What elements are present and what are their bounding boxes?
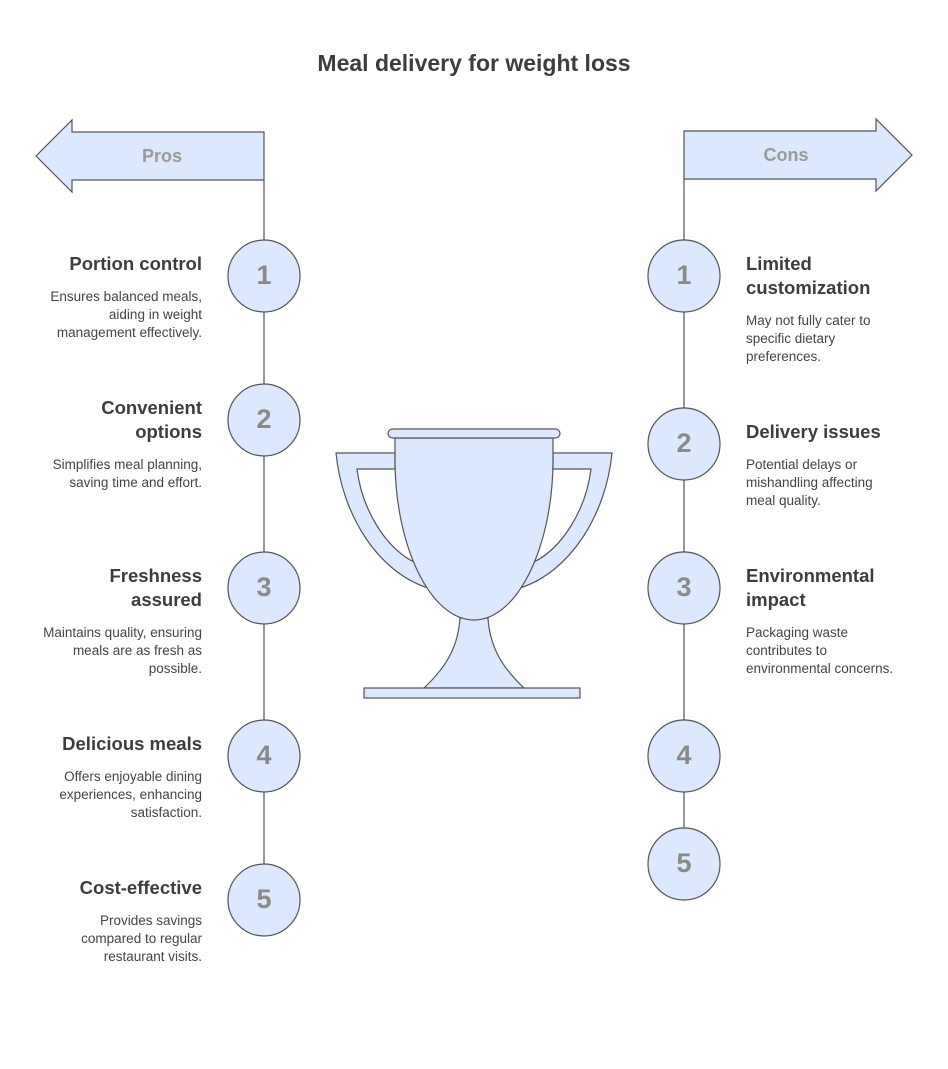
item-description: Offers enjoyable dining experiences, enh… [59,769,202,820]
item-description: Simplifies meal planning, saving time an… [52,457,202,490]
item-description: Ensures balanced meals, aiding in weight… [50,289,202,340]
pros-number-3: 3 [256,572,272,602]
pros-number-4: 4 [256,740,272,770]
pros-label: Pros [141,146,183,166]
pros-item-5: Cost-effective Provides savings compared… [52,876,202,966]
cons-arrow [683,117,913,193]
pros-circle-2 [227,383,301,457]
item-description: Packaging waste contributes to environme… [746,625,894,676]
item-description: May not fully cater to specific dietary … [746,313,871,364]
item-title: Freshness assured [109,565,202,610]
item-title: Portion control [69,253,202,274]
item-title: Environmental impact [746,565,875,610]
pros-item-2: Convenient options Simplifies meal plann… [42,396,202,492]
pros-number-5: 5 [256,884,272,914]
pros-arrow [35,118,265,194]
cons-label: Cons [763,145,809,165]
item-description: Provides savings compared to regular res… [81,913,202,964]
item-title: Convenient options [101,397,202,442]
item-title: Delivery issues [746,421,881,442]
cons-circle-2 [647,407,721,481]
pros-number-1: 1 [256,260,272,290]
item-title: Delicious meals [62,733,202,754]
pros-item-3: Freshness assured Maintains quality, ens… [42,564,202,678]
trophy-icon [335,428,613,699]
cons-number-2: 2 [676,428,692,458]
item-title: Limited customization [746,253,871,298]
pros-item-4: Delicious meals Offers enjoyable dining … [37,732,202,822]
cons-number-1: 1 [676,260,692,290]
cons-circle-4 [647,719,721,793]
item-title: Cost-effective [79,877,202,898]
cons-circle-3 [647,551,721,625]
page-title: Meal delivery for weight loss [317,50,631,76]
cons-item-1: Limited customization May not fully cate… [746,252,896,366]
pros-circle-3 [227,551,301,625]
pros-circle-1 [227,239,301,313]
pros-circle-4 [227,719,301,793]
cons-circle-1 [647,239,721,313]
pros-number-2: 2 [256,404,272,434]
pros-circle-5 [227,863,301,937]
item-description: Potential delays or mishandling affectin… [746,457,873,508]
cons-item-2: Delivery issues Potential delays or mish… [746,420,896,510]
cons-number-3: 3 [676,572,692,602]
pros-item-1: Portion control Ensures balanced meals, … [27,252,202,342]
cons-number-5: 5 [676,848,692,878]
cons-item-3: Environmental impact Packaging waste con… [746,564,921,678]
cons-number-4: 4 [676,740,692,770]
cons-circle-5 [647,827,721,901]
item-description: Maintains quality, ensuring meals are as… [43,625,202,676]
